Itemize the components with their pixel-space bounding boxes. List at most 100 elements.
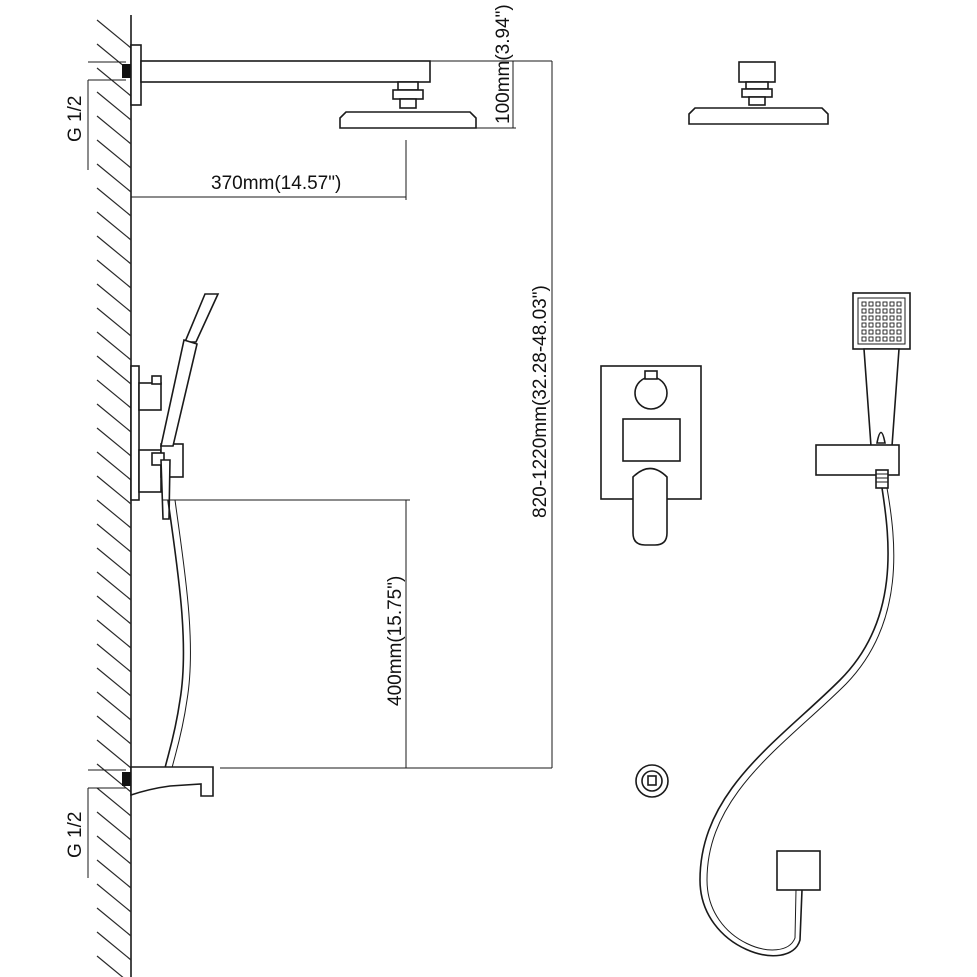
- hatch-line: [96, 667, 132, 697]
- nozzle: [868, 322, 874, 328]
- dimension-head-drop: 100mm(3.94"): [476, 4, 516, 129]
- wall-elbow: [776, 850, 821, 891]
- diverter-valve-side: [130, 365, 184, 501]
- hatch-line: [96, 307, 132, 337]
- nozzle: [889, 315, 895, 321]
- hatch-line: [96, 187, 132, 217]
- nozzle: [861, 336, 867, 342]
- hatch-line: [96, 595, 132, 625]
- rain-shower-head-front: [688, 61, 829, 125]
- hatch-line: [96, 931, 132, 961]
- hatch-line: [96, 619, 132, 649]
- rain-shower-head-side: [339, 81, 477, 129]
- nozzle: [861, 322, 867, 328]
- hand-shower-side: [160, 293, 220, 520]
- hatch-line: [96, 523, 132, 553]
- dimension-arm-length: 370mm(14.57"): [131, 140, 407, 200]
- hatch-line: [96, 547, 132, 577]
- nozzle: [861, 329, 867, 335]
- hatch-line: [96, 163, 132, 193]
- nozzle: [896, 315, 902, 321]
- hand-shower-front: [852, 292, 911, 461]
- hatch-line: [96, 259, 132, 289]
- nozzle: [889, 336, 895, 342]
- nozzle: [875, 329, 881, 335]
- nozzle: [875, 301, 881, 307]
- shower-arm: [130, 44, 552, 106]
- nozzle: [861, 301, 867, 307]
- hose-side: [164, 499, 185, 769]
- nozzle: [882, 308, 888, 314]
- hatch-line: [96, 643, 132, 673]
- spout-to-valve-label: 400mm(15.75"): [385, 576, 406, 706]
- nozzle: [889, 329, 895, 335]
- hatch-line: [96, 91, 132, 121]
- nozzle: [882, 336, 888, 342]
- hatch-line: [96, 499, 132, 529]
- wall: [96, 15, 132, 977]
- nozzle: [868, 329, 874, 335]
- hatch-line: [96, 331, 132, 361]
- diverter-valve-front: [600, 365, 702, 546]
- nozzle: [882, 315, 888, 321]
- hatch-line: [96, 883, 132, 913]
- hatch-line: [96, 427, 132, 457]
- hatch-line: [96, 67, 132, 97]
- hatch-line: [96, 19, 132, 49]
- hatch-line: [96, 907, 132, 937]
- nozzle: [868, 315, 874, 321]
- nozzle: [896, 329, 902, 335]
- nozzle: [875, 308, 881, 314]
- nozzle: [896, 308, 902, 314]
- dimension-total-height: 820-1220mm(32.28-48.03"): [530, 61, 553, 768]
- hatch-line: [96, 403, 132, 433]
- nozzle: [861, 308, 867, 314]
- escutcheon-round: [635, 764, 669, 798]
- nozzle: [861, 315, 867, 321]
- hatch-line: [96, 811, 132, 841]
- hatch-line: [96, 571, 132, 601]
- dimension-spout-to-valve: 400mm(15.75"): [163, 499, 552, 769]
- tub-spout-side: [130, 766, 214, 797]
- inlet-bottom-label: G 1/2: [65, 812, 86, 858]
- nozzle: [882, 301, 888, 307]
- hatch-line: [96, 355, 132, 385]
- hatch-line: [96, 211, 132, 241]
- nozzle: [868, 308, 874, 314]
- hand-shower-nozzles: [861, 301, 902, 342]
- hatch-line: [96, 115, 132, 145]
- inlet-bottom: G 1/2: [65, 769, 131, 878]
- hatch-line: [96, 763, 132, 793]
- nozzle: [896, 336, 902, 342]
- total-height-label: 820-1220mm(32.28-48.03"): [530, 285, 551, 518]
- hatch-line: [96, 739, 132, 769]
- inlet-top: G 1/2: [65, 61, 131, 170]
- hatch-line: [96, 955, 124, 977]
- nozzle: [889, 322, 895, 328]
- shower-hose: [699, 487, 889, 957]
- arm-length-label: 370mm(14.57"): [211, 173, 341, 194]
- nozzle: [889, 308, 895, 314]
- wall-hatching: [96, 19, 132, 977]
- hatch-line: [96, 451, 132, 481]
- hatch-line: [96, 379, 132, 409]
- hand-shower-holder: [815, 444, 900, 489]
- hatch-line: [96, 715, 132, 745]
- hatch-line: [96, 787, 132, 817]
- nozzle: [882, 322, 888, 328]
- hose-side-inner: [171, 499, 191, 769]
- nozzle: [875, 315, 881, 321]
- nozzle: [868, 301, 874, 307]
- hatch-line: [96, 691, 132, 721]
- nozzle: [896, 301, 902, 307]
- hatch-line: [96, 139, 132, 169]
- hatch-line: [96, 475, 132, 505]
- nozzle: [875, 322, 881, 328]
- nozzle: [896, 322, 902, 328]
- nozzle: [882, 329, 888, 335]
- head-drop-label: 100mm(3.94"): [493, 4, 514, 124]
- hatch-line: [96, 235, 132, 265]
- nozzle: [875, 336, 881, 342]
